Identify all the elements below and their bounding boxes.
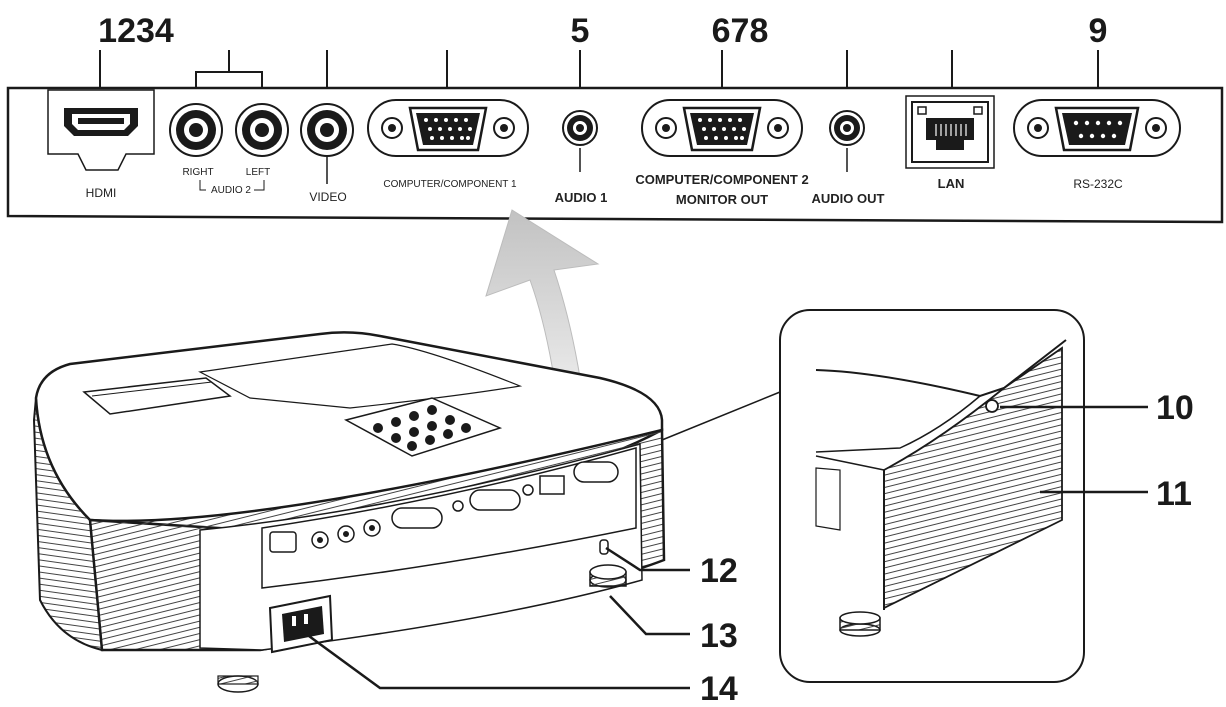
lan-port-icon xyxy=(905,95,995,169)
callout-14: 14 xyxy=(700,670,738,707)
callout-678: 678 xyxy=(712,12,769,50)
callout-9: 9 xyxy=(1089,12,1108,50)
side-leader-lines xyxy=(297,405,1148,690)
computer2-vga-port-icon xyxy=(641,99,803,157)
projector-illustration xyxy=(32,331,666,693)
audio2-bracket xyxy=(199,180,265,191)
callout-11: 11 xyxy=(1156,475,1192,513)
callout-12: 12 xyxy=(700,552,738,590)
computer1-vga-port-icon xyxy=(367,99,529,157)
adjuster-foot-icon xyxy=(589,564,627,588)
inset-pointer-line xyxy=(661,391,781,441)
video-label: VIDEO xyxy=(309,190,346,204)
callout-5: 5 xyxy=(571,12,590,50)
audio-out-jack-icon xyxy=(829,110,865,146)
audio2-left-label: LEFT xyxy=(246,167,270,178)
audio2-label: AUDIO 2 xyxy=(211,185,251,196)
callout-13: 13 xyxy=(700,617,738,655)
video-jack-icon xyxy=(300,103,354,157)
audio-out-label: AUDIO OUT xyxy=(812,191,885,206)
rs232c-port-icon xyxy=(1013,99,1181,157)
hdmi-label: HDMI xyxy=(86,186,117,200)
computer1-label: COMPUTER/COMPONENT 1 xyxy=(383,179,517,190)
monitor-out-label: MONITOR OUT xyxy=(676,192,768,207)
computer2-label: COMPUTER/COMPONENT 2 xyxy=(635,172,808,187)
hdmi-port-icon xyxy=(47,89,155,171)
audio1-label: AUDIO 1 xyxy=(555,190,608,205)
callout-10: 10 xyxy=(1156,389,1194,427)
kensington-slot-icon xyxy=(599,539,609,555)
audio2-right-label: RIGHT xyxy=(182,167,213,178)
callout-1234: 1234 xyxy=(98,12,174,50)
rs232c-label: RS-232C xyxy=(1073,177,1123,191)
audio1-jack-icon xyxy=(562,110,598,146)
audio2-right-jack-icon xyxy=(169,103,223,157)
audio2-left-jack-icon xyxy=(235,103,289,157)
lan-label: LAN xyxy=(938,176,965,191)
